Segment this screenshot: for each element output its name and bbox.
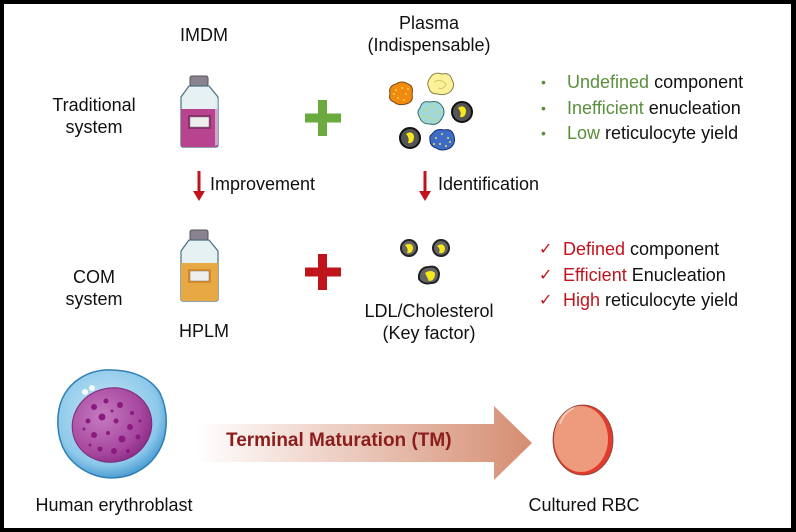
- advantage-item: ✓ High reticulocyte yield: [539, 288, 738, 314]
- identification-label: Identification: [438, 174, 540, 194]
- com-label-line1: COM: [73, 267, 115, 287]
- advantage-text: reticulocyte yield: [600, 290, 739, 310]
- cultured-rbc-icon: [552, 404, 614, 476]
- advantage-item: ✓ Efficient Enucleation: [539, 263, 738, 289]
- drawback-text: enucleation: [643, 97, 741, 118]
- com-system-label: COM system: [44, 266, 144, 310]
- imdm-label: IMDM: [180, 25, 228, 45]
- drawback-highlight: Inefficient: [567, 97, 644, 118]
- plus-icon-green: [305, 100, 341, 136]
- advantage-highlight: High: [563, 290, 601, 310]
- erythroblast-cell-icon: [57, 369, 167, 479]
- drawback-highlight: Undefined: [567, 72, 650, 92]
- advantage-text: component: [625, 239, 720, 259]
- traditional-system-label: Traditional system: [44, 94, 144, 138]
- plasma-components-icon: [389, 72, 473, 151]
- erythroblast-label: Human erythroblast: [35, 495, 193, 515]
- drawback-text: component: [649, 72, 744, 92]
- hplm-bottle-icon: [180, 229, 219, 302]
- checkmark-icon: ✓: [539, 266, 553, 284]
- imdm-bottle-icon: [180, 75, 219, 148]
- bullet-icon: •: [541, 74, 546, 90]
- drawback-highlight: Low: [567, 123, 601, 143]
- com-label-line2: system: [65, 289, 123, 309]
- plasma-label-line1: Plasma: [398, 13, 460, 33]
- checkmark-icon: ✓: [539, 292, 553, 309]
- advantage-item: ✓ Defined component: [539, 237, 738, 263]
- cultured-rbc-label: Cultured RBC: [528, 495, 640, 515]
- plasma-label-line2: (Indispensable): [367, 35, 491, 55]
- terminal-maturation-arrow-icon: [196, 406, 532, 480]
- ldl-label-line2: (Key factor): [382, 323, 476, 343]
- traditional-label-line2: system: [65, 117, 123, 137]
- advantage-text: Enucleation: [626, 264, 726, 285]
- identification-arrow-icon: [419, 171, 431, 201]
- diagram-canvas: Traditional system COM system IMDM HPLM …: [4, 4, 791, 528]
- drawback-item: • Low reticulocyte yield: [538, 121, 743, 147]
- hplm-label: HPLM: [178, 321, 229, 341]
- plasma-label: Plasma (Indispensable): [359, 12, 499, 56]
- ldl-cholesterol-icon: [400, 239, 450, 285]
- advantage-highlight: Defined: [563, 239, 626, 259]
- traditional-drawbacks-list: • Undefined component • Inefficient enuc…: [538, 70, 743, 147]
- traditional-label-line1: Traditional: [52, 95, 136, 115]
- improvement-arrow-icon: [193, 171, 205, 201]
- ldl-label-line1: LDL/Cholesterol: [364, 301, 494, 321]
- checkmark-icon: ✓: [539, 241, 553, 258]
- com-advantages-list: ✓ Defined component ✓ Efficient Enucleat…: [539, 237, 738, 314]
- drawback-item: • Undefined component: [538, 70, 743, 96]
- plus-icon-red: [305, 254, 341, 290]
- advantage-highlight: Efficient: [563, 264, 627, 285]
- drawback-item: • Inefficient enucleation: [538, 96, 743, 122]
- terminal-maturation-label: Terminal Maturation (TM): [226, 430, 452, 451]
- bullet-icon: •: [541, 125, 546, 141]
- improvement-label: Improvement: [210, 174, 316, 194]
- ldl-label: LDL/Cholesterol (Key factor): [349, 300, 509, 344]
- drawback-text: reticulocyte yield: [600, 123, 739, 143]
- bullet-icon: •: [541, 99, 546, 116]
